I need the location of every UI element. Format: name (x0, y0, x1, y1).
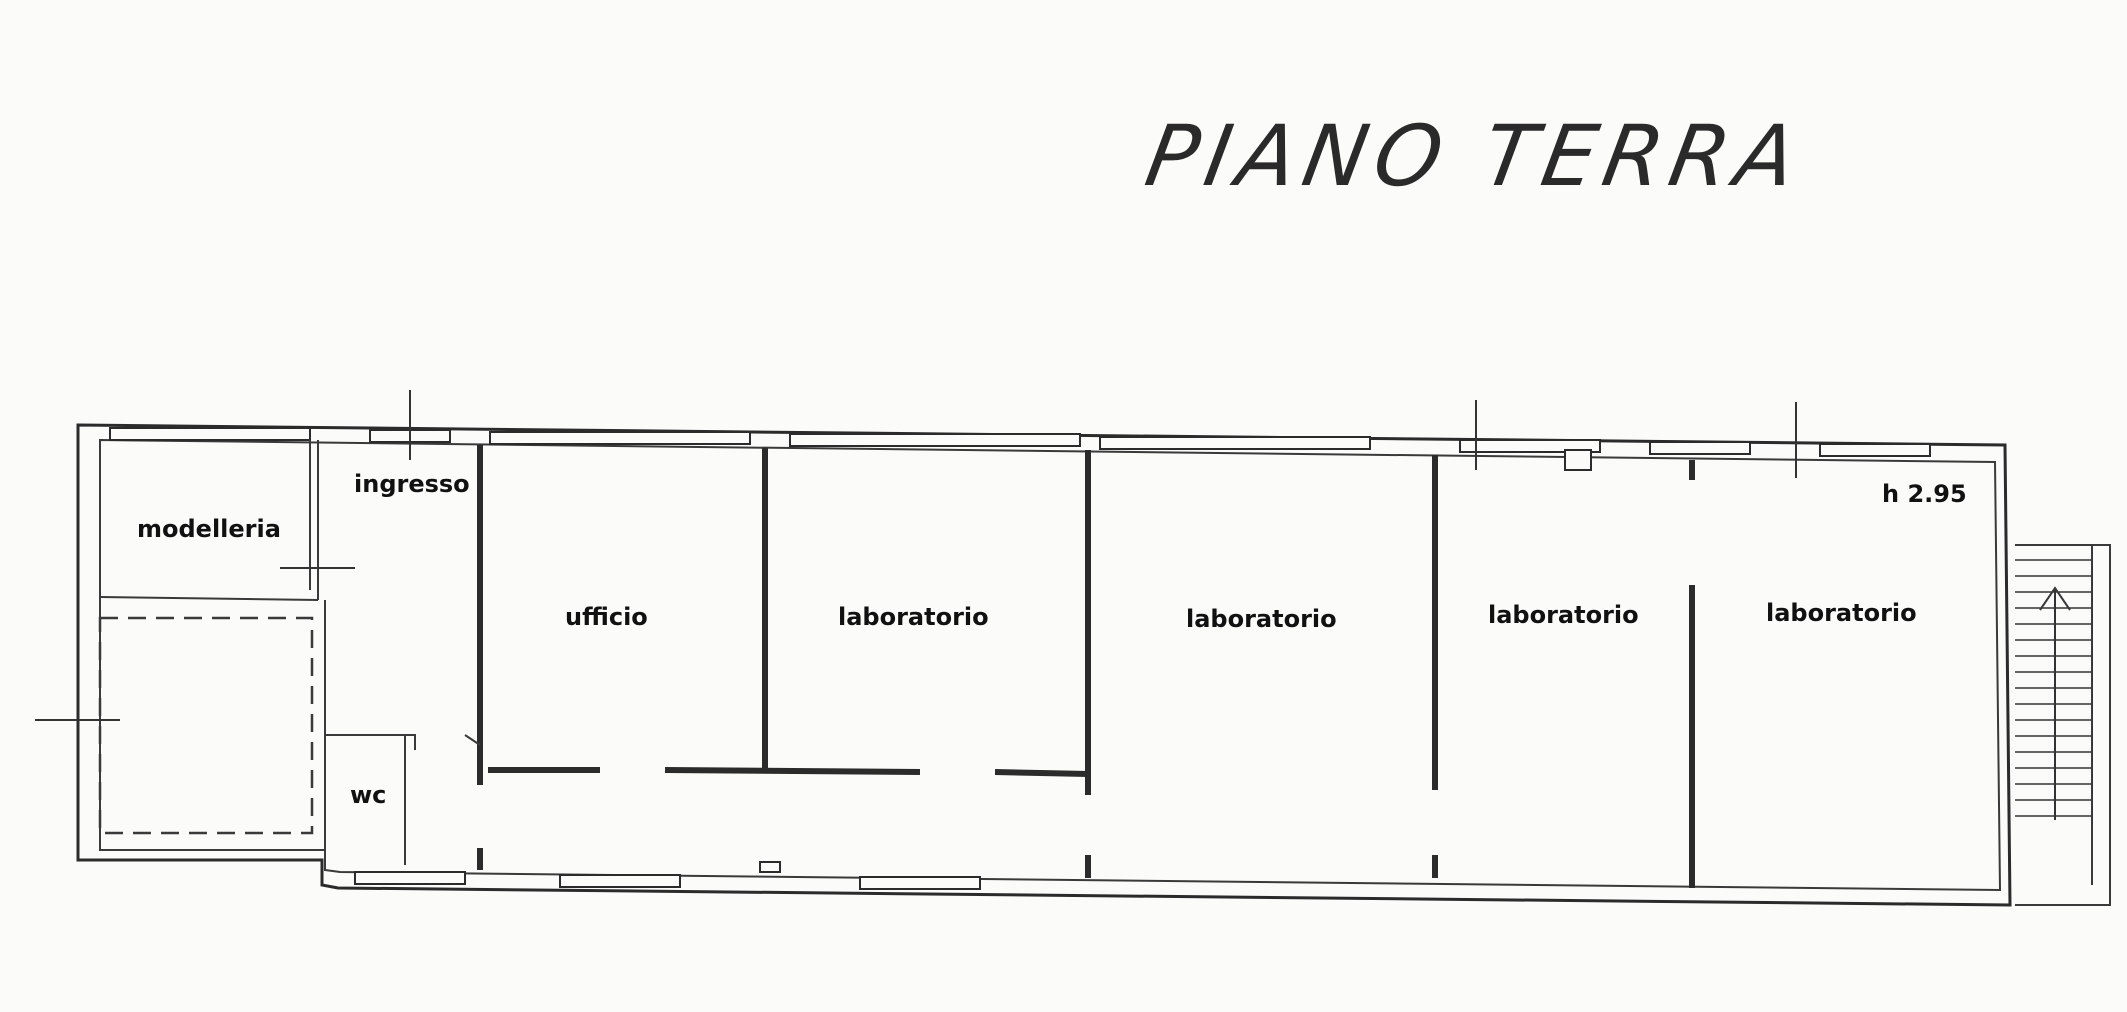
outer-walls (76, 423, 2012, 907)
ceiling-height-note: h 2.95 (1882, 480, 1967, 508)
room-label-laboratorio-2: laboratorio (1186, 605, 1337, 633)
section-marks (35, 390, 1797, 721)
room-label-laboratorio-4: laboratorio (1766, 599, 1917, 627)
top-windows (109, 427, 1931, 471)
room-label-laboratorio-3: laboratorio (1488, 601, 1639, 629)
room-label-modelleria: modelleria (137, 515, 281, 543)
stair-direction-arrow-icon (2039, 586, 2071, 611)
external-staircase (2015, 544, 2111, 906)
interior-walls (99, 440, 1695, 888)
bottom-windows (354, 861, 981, 890)
room-label-laboratorio-1: laboratorio (838, 603, 989, 631)
room-label-ingresso: ingresso (354, 470, 470, 498)
room-label-wc: wc (350, 781, 386, 809)
dashed-storage-area (98, 616, 314, 835)
plan-title: PIANO TERRA (1139, 107, 1811, 205)
room-label-ufficio: ufficio (565, 603, 648, 631)
